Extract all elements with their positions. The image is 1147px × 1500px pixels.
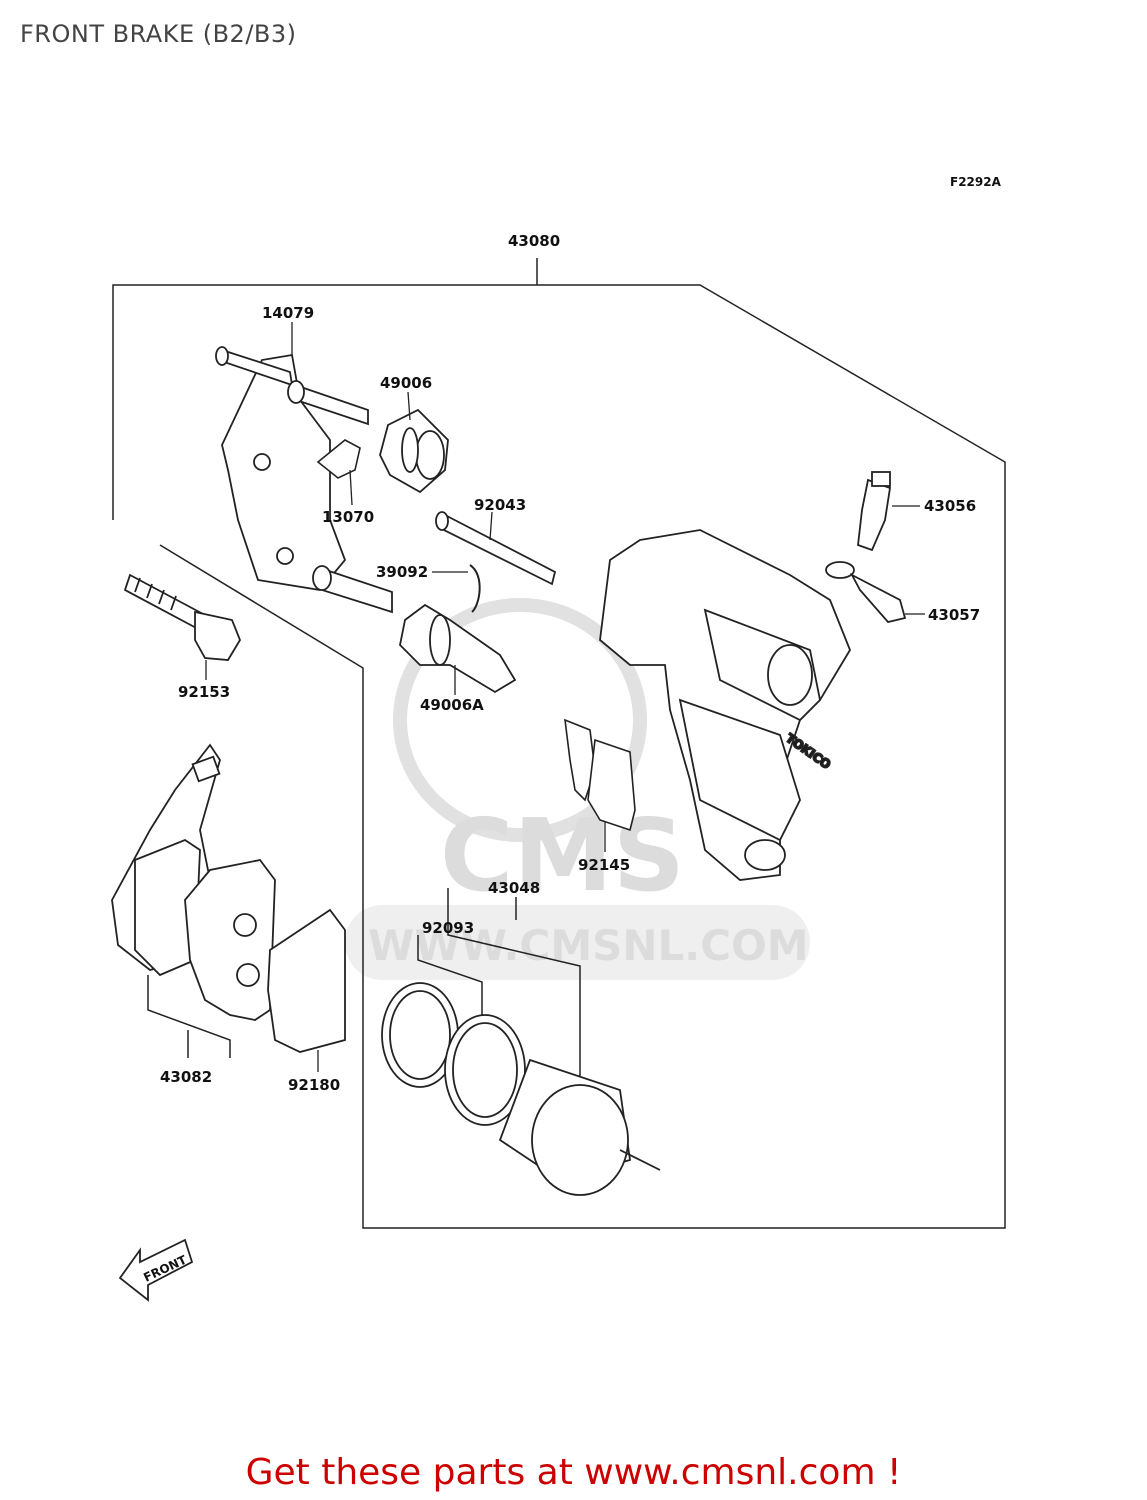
label-92153: 92153 <box>178 683 230 701</box>
label-92093: 92093 <box>422 919 474 937</box>
label-43080: 43080 <box>508 232 560 250</box>
leader-13070 <box>349 469 353 506</box>
front-arrow: FRONT <box>118 1238 194 1302</box>
boot-49006a <box>399 603 517 694</box>
spring-13070 <box>316 439 361 479</box>
caliper-brand-text: TOKICO <box>783 731 833 772</box>
footer-cta-link[interactable]: Get these parts at www.cmsnl.com ! <box>245 1452 902 1493</box>
bolt-92153 <box>123 573 242 661</box>
caliper-holder <box>215 346 393 614</box>
page-title: FRONT BRAKE (B2/B3) <box>20 20 297 48</box>
label-14079: 14079 <box>262 304 314 322</box>
label-92180: 92180 <box>288 1076 340 1094</box>
pin-39092 <box>469 564 481 613</box>
pad-set-43082 <box>111 743 276 1021</box>
bleed-valve-43056 <box>857 471 892 552</box>
assembly-outline <box>112 258 1006 1229</box>
seal-kit-bracket-43048 <box>417 888 581 1078</box>
watermark-site: WWW.CMSNL.COM <box>368 921 809 970</box>
watermark-emblem <box>393 598 647 842</box>
label-49006a: 49006A <box>420 696 484 714</box>
seals-and-piston <box>381 982 661 1196</box>
leader-92043 <box>489 511 493 541</box>
drawing-code: F2292A <box>950 175 1002 189</box>
clip-92145 <box>564 718 636 832</box>
cap-43057 <box>825 561 907 624</box>
leader-49006 <box>407 391 411 421</box>
shim-92180 <box>267 908 346 1053</box>
label-49006: 49006 <box>380 374 432 392</box>
boot-49006 <box>379 408 449 494</box>
watermark-brand: CMS <box>440 797 685 914</box>
label-92145: 92145 <box>578 856 630 874</box>
label-39092: 39092 <box>376 563 428 581</box>
pin-bolt-92043 <box>435 511 557 586</box>
watermark: CMS WWW.CMSNL.COM <box>345 598 810 980</box>
pad-set-bracket <box>147 975 231 1058</box>
label-43082: 43082 <box>160 1068 212 1086</box>
label-43057: 43057 <box>928 606 980 624</box>
label-43048: 43048 <box>488 879 540 897</box>
label-43056: 43056 <box>924 497 976 515</box>
label-13070: 13070 <box>322 508 374 526</box>
watermark-banner <box>345 905 810 980</box>
label-92043: 92043 <box>474 496 526 514</box>
front-arrow-icon <box>118 1238 194 1302</box>
